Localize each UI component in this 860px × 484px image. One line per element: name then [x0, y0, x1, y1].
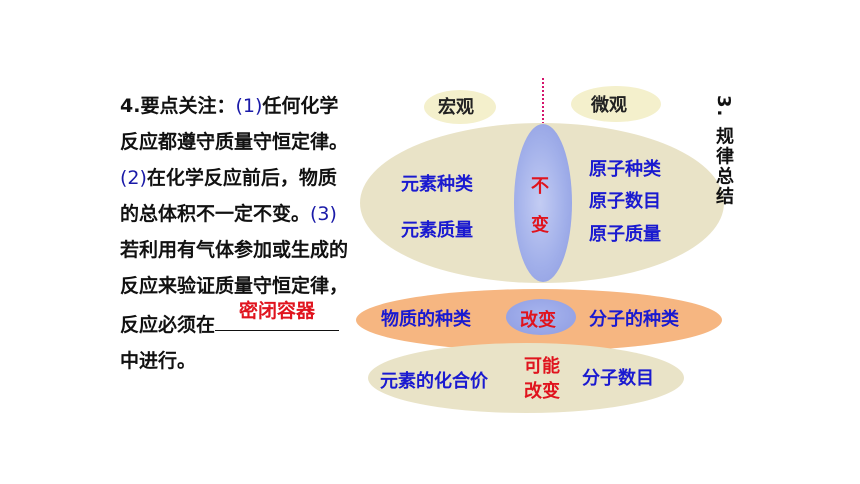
macro-label: 宏观 [438, 97, 474, 118]
changed-center-oval [506, 299, 576, 335]
point-2-text: 在化学反应前后，物质的总体积不一定不变。 [120, 167, 337, 225]
point-3-text: 若利用有气体参加或生成的反应来验证质量守恒定律，反应必须在 [120, 239, 349, 336]
answer-text: 密闭容器 [239, 300, 316, 322]
atom-count-label: 原子数目 [589, 191, 661, 212]
micro-oval [571, 86, 661, 122]
atom-mass-label: 原子质量 [589, 224, 661, 245]
molecule-count-label: 分子数目 [582, 368, 654, 389]
point-3-ending: 中进行。 [120, 350, 197, 372]
point-1-number: (1) [235, 95, 263, 117]
substance-type-label: 物质的种类 [381, 309, 471, 330]
macro-micro-divider [542, 78, 544, 124]
point-1-text: 任何化学反应都遵守质量守恒定律。 [120, 95, 349, 153]
unchanged-center-oval [514, 124, 572, 282]
unchanged-label-2: 变 [531, 215, 549, 236]
may-change-ellipse [368, 343, 684, 413]
element-type-label: 元素种类 [401, 174, 473, 195]
point-2-number: (2) [120, 167, 147, 189]
valence-label: 元素的化合价 [380, 371, 488, 392]
may-change-label-1: 可能 [524, 356, 560, 377]
answer-blank: 密闭容器 [215, 300, 340, 331]
unchanged-label-1: 不 [531, 176, 549, 197]
macro-oval [424, 90, 496, 124]
rule-summary-title: 3. 规律总结 [713, 95, 734, 207]
may-change-label-2: 改变 [524, 381, 560, 402]
key-points-text: 4.要点关注：(1)任何化学反应都遵守质量守恒定律。 (2)在化学反应前后，物质的… [120, 88, 352, 379]
key-points-heading: 4.要点关注： [120, 95, 236, 117]
point-3-number: (3) [310, 203, 337, 225]
micro-label: 微观 [591, 95, 627, 116]
molecule-type-label: 分子的种类 [589, 309, 679, 330]
changed-label: 改变 [520, 310, 556, 331]
element-mass-label: 元素质量 [401, 220, 473, 241]
atom-type-label: 原子种类 [589, 159, 661, 180]
